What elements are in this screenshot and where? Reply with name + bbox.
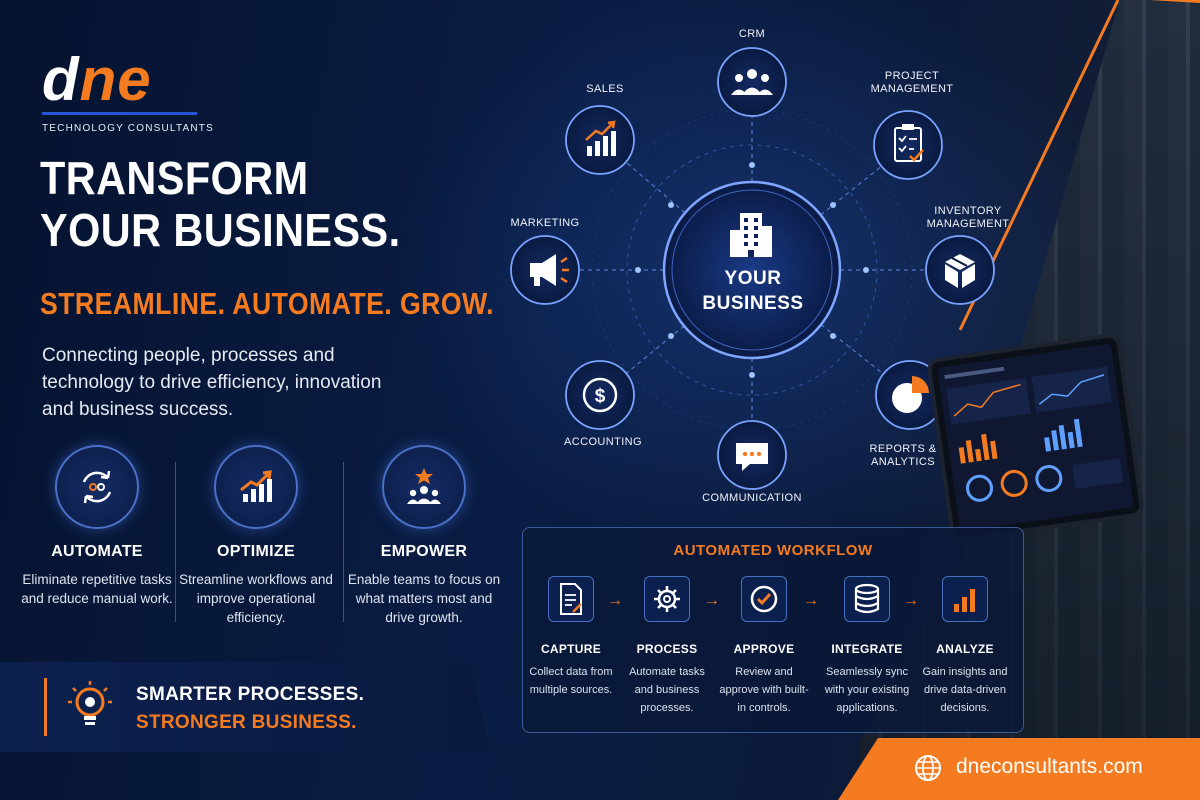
node-label-sales: SALES	[586, 83, 624, 95]
divider	[175, 462, 176, 622]
workflow-arrow: →	[803, 592, 819, 609]
logo-underline	[42, 112, 197, 115]
workflow-arrow: →	[704, 592, 720, 609]
website-bar[interactable]: dneconsultants.com	[838, 738, 1200, 800]
hub-center-title: YOUR BUSINESS	[683, 266, 823, 316]
check-circle-icon	[741, 576, 787, 622]
step-title: CAPTURE	[540, 642, 602, 656]
growth-chart-icon	[214, 445, 298, 529]
team-star-icon	[382, 445, 466, 529]
node-crm	[717, 47, 787, 117]
banner-accent-bar	[44, 678, 47, 736]
logo-d: d	[42, 46, 80, 113]
step-desc: Collect data from multiple sources.	[529, 666, 613, 696]
pillar-title: AUTOMATE	[51, 543, 143, 560]
workflow-step-approve: APPROVE Review and approve with built-in…	[716, 576, 812, 717]
step-desc: Seamlessly sync with your existing appli…	[824, 666, 910, 714]
step-desc: Automate tasks and business processes.	[629, 666, 705, 714]
headline: TRANSFORM YOUR BUSINESS.	[40, 152, 463, 256]
divider	[343, 462, 344, 622]
globe-icon	[914, 754, 942, 787]
pillar-empower: EMPOWER Enable teams to focus on what ma…	[344, 445, 504, 627]
dollar-coin-icon: $	[582, 377, 618, 413]
workflow-title: AUTOMATED WORKFLOW	[673, 542, 873, 559]
pillar-title: EMPOWER	[380, 543, 468, 560]
automation-cycle-icon	[55, 445, 139, 529]
pillar-desc: Streamline workflows and improve operati…	[179, 572, 333, 625]
workflow-arrow: →	[903, 592, 919, 609]
automated-workflow-panel: AUTOMATED WORKFLOW CAPTURE Collect data …	[522, 527, 1024, 733]
label-line: ANALYTICS	[871, 456, 935, 468]
orbit-ring	[626, 144, 878, 396]
intro-text: Connecting people, processes and technol…	[42, 345, 382, 420]
logo-ne: ne	[79, 46, 152, 113]
box-icon	[945, 254, 975, 288]
banner-line-1: SMARTER PROCESSES.	[136, 684, 365, 705]
label-line: MANAGEMENT	[926, 218, 1010, 230]
bar-chart-icon	[942, 576, 988, 622]
label-line: MANAGEMENT	[870, 83, 954, 95]
tablet-screen	[937, 343, 1134, 532]
node-label-project: PROJECT MANAGEMENT	[862, 70, 962, 96]
svg-text:$: $	[595, 386, 606, 407]
node-accounting	[565, 360, 635, 430]
step-title: ANALYZE	[936, 642, 994, 656]
node-sales	[565, 105, 635, 175]
logo-subtitle: TECHNOLOGY CONSULTANTS	[42, 123, 214, 134]
node-label-marketing: MARKETING	[510, 217, 580, 229]
banner-line-2: STRONGER BUSINESS.	[136, 712, 357, 733]
node-label-communication: COMMUNICATION	[702, 492, 802, 504]
hub-inner-ring	[671, 189, 833, 351]
step-desc: Review and approve with built-in control…	[719, 666, 809, 714]
lightbulb-gear-icon	[64, 678, 116, 741]
label-line: REPORTS &	[869, 443, 937, 455]
pillar-desc: Eliminate repetitive tasks and reduce ma…	[21, 572, 173, 606]
clipboard-check-icon	[894, 124, 924, 162]
sales-chart-icon	[585, 120, 616, 156]
database-icon	[844, 576, 890, 622]
gear-icon	[644, 576, 690, 622]
pillar-desc: Enable teams to focus on what matters mo…	[347, 572, 501, 625]
company-logo: dne TECHNOLOGY CONSULTANTS	[42, 50, 214, 134]
step-title: PROCESS	[636, 642, 698, 656]
slogan-banner: SMARTER PROCESSES. STRONGER BUSINESS.	[0, 662, 490, 752]
hub-title-line-2: BUSINESS	[702, 293, 804, 314]
node-label-reports: REPORTS & ANALYTICS	[858, 443, 948, 469]
step-title: INTEGRATE	[831, 642, 903, 656]
workflow-step-analyze: ANALYZE Gain insights and drive data-dri…	[917, 576, 1013, 717]
hub-title-line-1: YOUR	[724, 268, 782, 289]
pillar-optimize: OPTIMIZE Streamline workflows and improv…	[176, 445, 336, 627]
step-title: APPROVE	[733, 642, 795, 656]
label-line: INVENTORY	[934, 205, 1002, 217]
tablet-dashboard	[926, 332, 1145, 543]
tagline: STREAMLINE. AUTOMATE. GROW.	[40, 286, 494, 321]
people-group-icon	[731, 69, 773, 95]
workflow-step-process: PROCESS Automate tasks and business proc…	[619, 576, 715, 717]
hub-center-circle	[662, 180, 842, 360]
logo-mark: dne	[42, 50, 214, 110]
node-label-accounting: ACCOUNTING	[564, 436, 642, 448]
chat-bubble-icon	[736, 443, 768, 471]
workflow-step-integrate: INTEGRATE Seamlessly sync with your exis…	[819, 576, 915, 717]
megaphone-icon	[530, 254, 569, 286]
node-label-inventory: INVENTORY MANAGEMENT	[918, 205, 1018, 231]
label-line: PROJECT	[884, 70, 940, 82]
website-url[interactable]: dneconsultants.com	[956, 755, 1143, 778]
pie-chart-icon	[892, 376, 929, 413]
building-windows	[744, 218, 758, 257]
workflow-arrow: →	[607, 592, 623, 609]
headline-line-2: YOUR BUSINESS.	[40, 204, 401, 256]
workflow-step-capture: CAPTURE Collect data from multiple sourc…	[523, 576, 619, 699]
pillar-automate: AUTOMATE Eliminate repetitive tasks and …	[17, 445, 177, 608]
headline-line-1: TRANSFORM	[40, 152, 309, 204]
connector-dots	[635, 162, 869, 378]
pillar-title: OPTIMIZE	[217, 543, 295, 560]
step-desc: Gain insights and drive data-driven deci…	[922, 666, 1008, 714]
node-project-management	[873, 110, 943, 180]
document-icon	[548, 576, 594, 622]
node-label-crm: CRM	[738, 28, 766, 40]
